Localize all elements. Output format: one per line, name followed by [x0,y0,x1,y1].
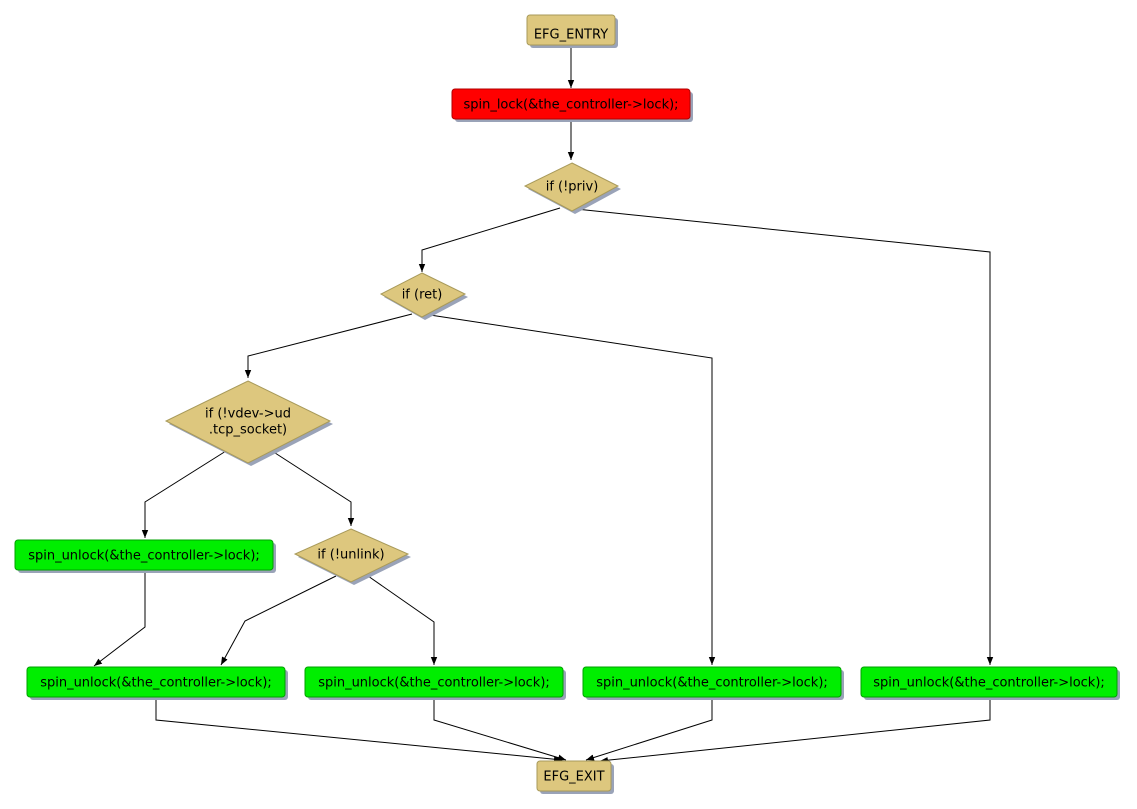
edge-ifpriv-ifret [418,207,561,272]
unlock-e-node[interactable]: spin_unlock(&the_controller->lock); [860,666,1122,700]
edge-unlock-d-exit [585,698,713,761]
if-ret-decision[interactable]: if (ret) [379,272,468,320]
unlock-b-label: spin_unlock(&the_controller->lock); [40,676,272,691]
edge-ifpriv-unlock-e [575,208,994,665]
edge-ifunlink-unlock-c [367,575,438,665]
edges [93,46,994,764]
unlock-a-node[interactable]: spin_unlock(&the_controller->lock); [14,539,276,573]
edge-unlock-a-unlock-b [93,571,146,667]
unlock-a-label: spin_unlock(&the_controller->lock); [28,549,260,564]
if-ret-label: if (ret) [402,288,443,303]
edge-ifret-ifvdev [244,313,413,378]
edge-ifvdev-unlock-a [141,450,227,538]
if-vdev-label-line1: if (!vdev->ud [205,407,291,422]
unlock-d-node[interactable]: spin_unlock(&the_controller->lock); [582,666,844,700]
unlock-b-node[interactable]: spin_unlock(&the_controller->lock); [26,666,288,700]
if-unlink-label: if (!unlink) [317,548,384,563]
edge-ifret-unlock-d [429,314,716,665]
entry-node[interactable]: EFG_ENTRY [526,14,618,48]
exit-label: EFG_EXIT [543,770,604,785]
unlock-d-label: spin_unlock(&the_controller->lock); [596,676,828,691]
lock-label: spin_lock(&the_controller->lock); [463,98,678,113]
edge-unlock-b-exit [155,698,563,763]
edge-ifvdev-ifunlink [271,450,355,526]
if-unlink-decision[interactable]: if (!unlink) [293,528,411,585]
if-vdev-label-line2: .tcp_socket) [209,423,287,438]
if-priv-label: if (!priv) [546,180,599,195]
entry-label: EFG_ENTRY [534,28,608,43]
lock-node[interactable]: spin_lock(&the_controller->lock); [451,88,693,122]
unlock-c-label: spin_unlock(&the_controller->lock); [318,676,550,691]
edge-unlock-c-exit [433,698,567,761]
edge-ifunlink-unlock-b [220,575,337,666]
unlock-c-node[interactable]: spin_unlock(&the_controller->lock); [304,666,566,700]
if-priv-decision[interactable]: if (!priv) [523,162,621,214]
exit-node[interactable]: EFG_EXIT [536,760,614,794]
if-vdev-decision[interactable]: if (!vdev->ud .tcp_socket) [164,380,333,466]
edge-unlock-e-exit [599,698,991,764]
unlock-e-label: spin_unlock(&the_controller->lock); [873,676,1105,691]
